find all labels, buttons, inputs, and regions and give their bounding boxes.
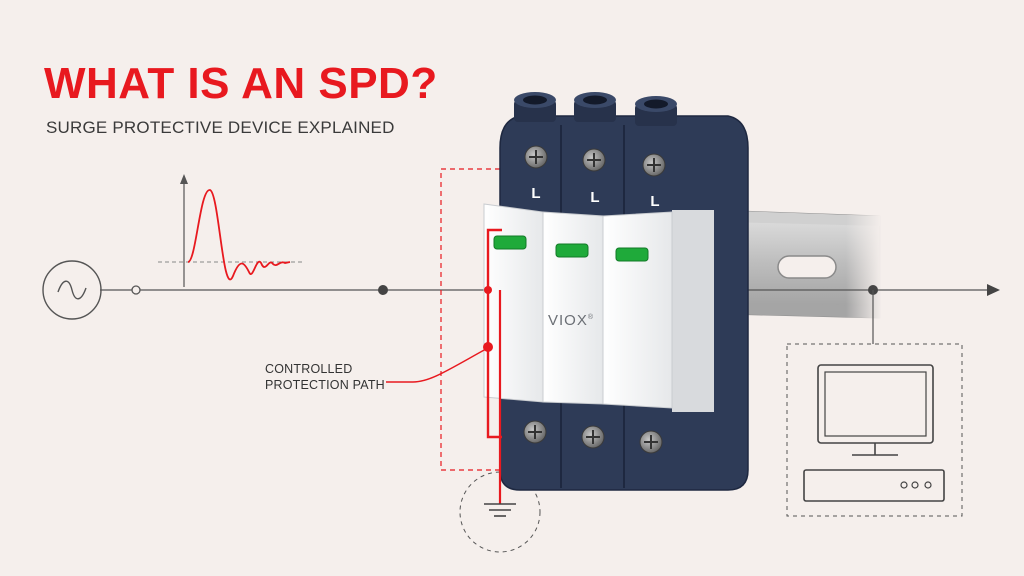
protection-boundary <box>440 168 500 471</box>
page-subtitle: SURGE PROTECTIVE DEVICE EXPLAINED <box>46 118 395 137</box>
ground-icon <box>484 503 516 517</box>
top-screw-2 <box>582 148 606 172</box>
protected-load <box>786 290 963 517</box>
annotation-line-1: CONTROLLED <box>265 362 353 376</box>
computer-icon <box>803 364 945 502</box>
spd-module-2 <box>542 211 604 405</box>
spd-module-1 <box>483 203 544 403</box>
top-screw-3 <box>642 153 666 177</box>
ac-source-icon <box>42 260 102 320</box>
top-screw-1 <box>524 145 548 169</box>
status-indicator-2 <box>555 243 589 258</box>
terminal-label-2: L <box>590 189 599 206</box>
surge-waveform-icon <box>158 174 305 287</box>
bottom-screw-1 <box>523 420 547 444</box>
spd-module-3 <box>602 211 673 409</box>
bottom-screw-3 <box>639 430 663 454</box>
arrow-right-icon <box>987 284 1000 296</box>
brand-logo: VIOX® <box>548 312 594 329</box>
annotation-label: CONTROLLED PROTECTION PATH <box>265 361 385 393</box>
terminal-label-1: L <box>531 185 540 202</box>
annotation-line-2: PROTECTION PATH <box>265 378 385 392</box>
page-title: WHAT IS AN SPD? <box>44 59 438 108</box>
cable-entry-1 <box>514 92 556 122</box>
protection-path <box>386 228 502 504</box>
cable-entry-2 <box>574 92 616 122</box>
status-indicator-3 <box>615 247 649 262</box>
bottom-screw-2 <box>581 425 605 449</box>
main-line <box>100 284 1000 296</box>
spd-device: L L L VIOX® <box>483 92 749 491</box>
terminal-label-3: L <box>650 193 659 210</box>
status-indicator-1 <box>493 235 527 250</box>
ground-zone <box>459 471 541 553</box>
cable-entry-3 <box>635 96 677 126</box>
